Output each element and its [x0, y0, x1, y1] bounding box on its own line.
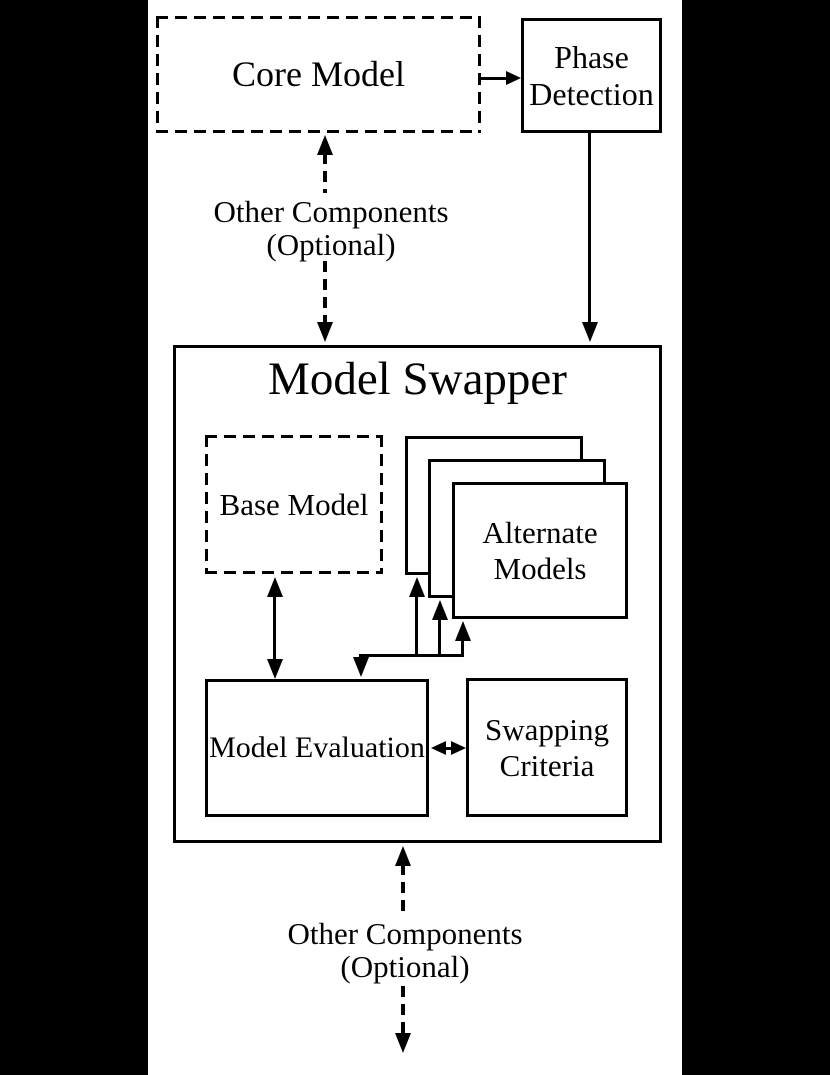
arrowhead-up-icon: [455, 621, 471, 641]
edge-alt-collector-line: [359, 654, 464, 657]
base-model-label: Base Model: [219, 486, 369, 522]
arrowhead-down-icon: [267, 659, 283, 679]
edge-top-dashed-lower: [323, 261, 327, 323]
other-components-top-line1: Other Components: [213, 194, 449, 229]
arrowhead-up-icon: [432, 600, 448, 620]
model-evaluation-box: Model Evaluation: [205, 679, 429, 817]
phase-detection-box: Phase Detection: [521, 18, 662, 133]
arrowhead-right-icon: [506, 71, 521, 85]
edge-phase-to-swapper-line: [588, 133, 591, 324]
other-components-bottom-line1: Other Components: [287, 916, 523, 951]
arrowhead-up-icon: [395, 846, 411, 866]
arrowhead-down-icon: [353, 657, 369, 677]
edge-base-to-eval-line: [273, 595, 276, 661]
alternate-models-label: Alternate Models: [482, 514, 598, 586]
edge-eval-to-criteria-line: [443, 747, 453, 750]
other-components-top-line2: (Optional): [266, 227, 396, 262]
core-model-label: Core Model: [232, 53, 405, 94]
alternate-models-box-front: Alternate Models: [452, 482, 628, 619]
edge-top-dashed-upper: [323, 153, 327, 193]
edge-eval-to-alt-back-line: [415, 595, 418, 656]
arrowhead-up-icon: [267, 577, 283, 597]
arrowhead-down-icon: [395, 1033, 411, 1053]
arrowhead-right-icon: [451, 741, 466, 755]
arrowhead-down-icon: [582, 322, 598, 342]
model-evaluation-label: Model Evaluation: [209, 730, 425, 764]
arrowhead-left-icon: [431, 741, 446, 755]
phase-detection-label: Phase Detection: [529, 38, 654, 112]
edge-core-to-phase-line: [481, 77, 507, 80]
arrowhead-down-icon: [317, 322, 333, 342]
arrowhead-up-icon: [317, 135, 333, 155]
edge-bottom-dashed-upper: [401, 864, 405, 917]
edge-bottom-dashed-lower: [401, 986, 405, 1034]
swapping-criteria-box: Swapping Criteria: [466, 678, 628, 817]
other-components-bottom-label: Other Components (Optional): [255, 917, 555, 983]
arrowhead-up-icon: [409, 577, 425, 597]
other-components-top-label: Other Components (Optional): [181, 195, 481, 261]
edge-eval-to-alt-middle-line: [438, 618, 441, 656]
edge-eval-to-alt-front-line: [461, 639, 464, 656]
base-model-box: Base Model: [205, 435, 383, 574]
other-components-bottom-line2: (Optional): [340, 949, 470, 984]
swapping-criteria-label: Swapping Criteria: [485, 711, 609, 783]
model-swapper-title: Model Swapper: [268, 353, 567, 405]
core-model-box: Core Model: [156, 16, 481, 133]
